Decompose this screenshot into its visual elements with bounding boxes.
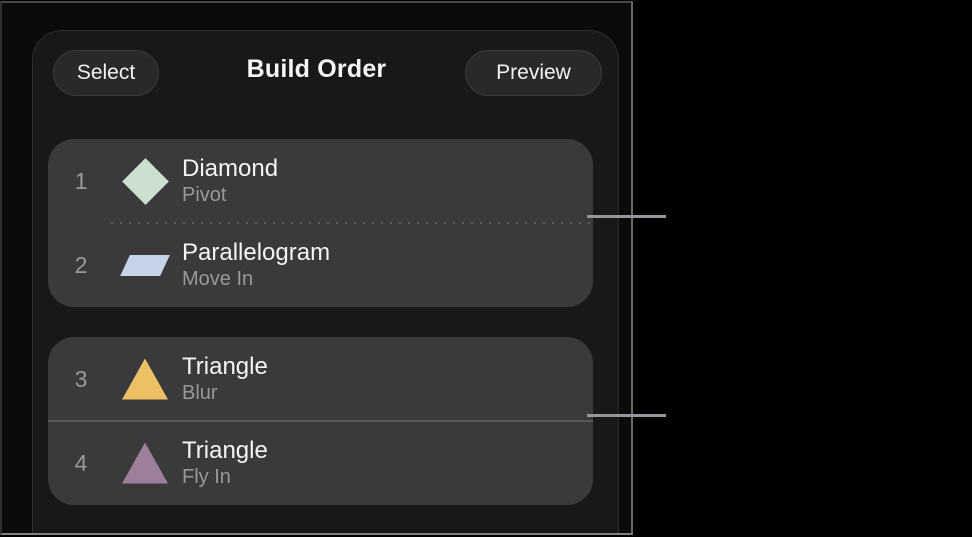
build-item-row[interactable]: 4 Triangle Fly In [48,420,593,505]
row-separator [48,420,593,422]
select-button[interactable]: Select [53,50,159,96]
object-name-label: Triangle [182,437,268,464]
screenshot-region: Select Preview 1 Diamond Pivot 2 Paralle… [0,1,633,535]
object-name-label: Diamond [182,155,279,182]
preview-button[interactable]: Preview [465,50,602,96]
effect-name-label: Move In [182,268,254,290]
build-item-row[interactable]: 3 Triangle Blur [48,337,593,421]
build-item-row[interactable]: 2 Parallelogram Move In [48,222,593,307]
object-name-label: Triangle [182,353,268,380]
callout-line-group-1 [587,215,666,218]
build-step-number: 1 [74,167,88,194]
object-name-label: Parallelogram [182,239,331,266]
triangle-shape-icon [122,358,168,400]
triangle-shape-icon [122,442,168,484]
build-step-number: 3 [74,365,88,392]
effect-name-label: Fly In [182,466,231,488]
build-item-row[interactable]: 1 Diamond Pivot [48,139,593,223]
parallelogram-shape-icon [120,254,170,276]
build-step-number: 4 [74,449,88,476]
row-separator [111,222,593,224]
effect-name-label: Blur [182,382,218,404]
diamond-shape-icon [121,157,169,205]
build-group-card: 1 Diamond Pivot 2 Parallelogram Move In [48,139,593,307]
callout-line-group-2 [587,414,666,417]
build-order-panel: Select Preview 1 Diamond Pivot 2 Paralle… [32,30,619,533]
panel-title: Build Order [246,55,387,83]
build-group-card: 3 Triangle Blur 4 Triangle Fly In [48,337,593,505]
effect-name-label: Pivot [182,184,227,206]
build-step-number: 2 [74,251,88,278]
